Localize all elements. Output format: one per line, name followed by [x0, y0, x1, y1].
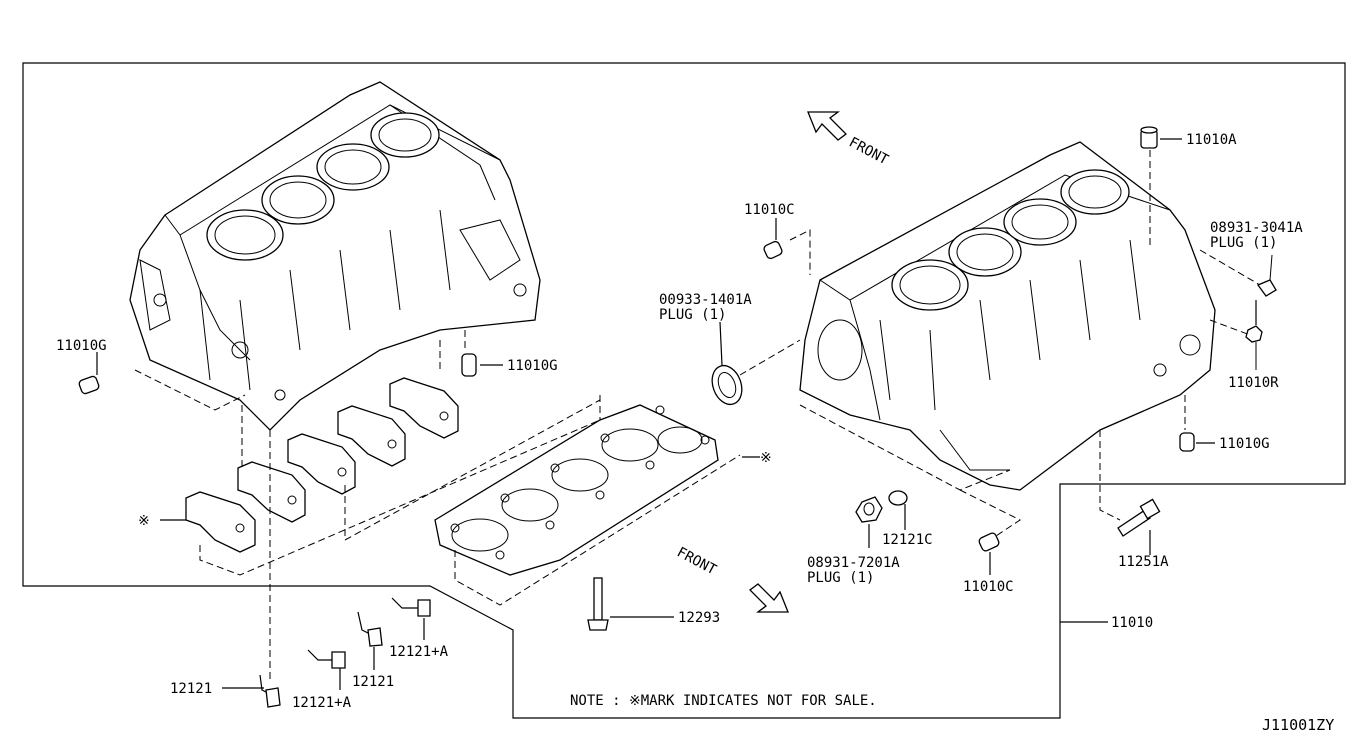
label-08931-7201A: 08931-7201A	[807, 555, 900, 571]
label-12121A-a: 12121+A	[292, 695, 352, 711]
label-11010G-right: 11010G	[1219, 436, 1270, 452]
label-12121C: 12121C	[882, 532, 933, 548]
front-arrow-bottom	[749, 583, 789, 613]
diagram-boundary	[22, 62, 1346, 719]
label-12121A-b: 12121+A	[389, 644, 449, 660]
label-11010A: 11010A	[1186, 132, 1237, 148]
label-plug-7201A: PLUG (1)	[807, 570, 874, 586]
label-11010G-left: 11010G	[56, 338, 107, 354]
label-front-top: FRONT	[846, 134, 891, 168]
label-star-left: ※	[138, 513, 150, 529]
label-11251A: 11251A	[1118, 554, 1169, 570]
cylinder-block-right	[799, 141, 1216, 491]
label-plug-1401A: PLUG (1)	[659, 307, 726, 323]
label-11010: 11010	[1111, 615, 1153, 631]
part-12293	[587, 577, 609, 631]
label-plug-3041A: PLUG (1)	[1210, 235, 1277, 251]
label-11010C-bottom: 11010C	[963, 579, 1014, 595]
label-star-mid: ※	[760, 450, 772, 466]
label-12121-a: 12121	[170, 681, 212, 697]
bed-plate	[434, 404, 719, 576]
leader-lines	[96, 138, 1257, 690]
cylinder-block-left	[129, 81, 541, 431]
label-front-bottom: FRONT	[674, 544, 719, 578]
label-11010R: 11010R	[1228, 375, 1279, 391]
label-08931-3041A: 08931-3041A	[1210, 220, 1303, 236]
part-00933-1401A	[711, 364, 743, 406]
label-11010G-mid: 11010G	[507, 358, 558, 374]
diagram-code: J11001ZY	[1262, 716, 1334, 734]
part-12121C	[888, 490, 908, 506]
front-arrow-top	[807, 111, 847, 141]
oil-jets	[259, 597, 431, 708]
part-11010R	[1245, 325, 1263, 370]
label-11010C-top: 11010C	[744, 202, 795, 218]
note-text: NOTE : ※MARK INDICATES NOT FOR SALE.	[570, 693, 877, 709]
bearing-caps-left	[185, 377, 459, 553]
label-12121-b: 12121	[352, 674, 394, 690]
part-08931-3041A	[1256, 254, 1277, 297]
label-00933-1401A: 00933-1401A	[659, 292, 752, 308]
part-11010A	[1140, 126, 1158, 149]
part-11251A	[1117, 498, 1161, 537]
dowel-pins	[78, 240, 1195, 552]
part-08931-7201A	[855, 496, 883, 523]
label-12293: 12293	[678, 610, 720, 626]
